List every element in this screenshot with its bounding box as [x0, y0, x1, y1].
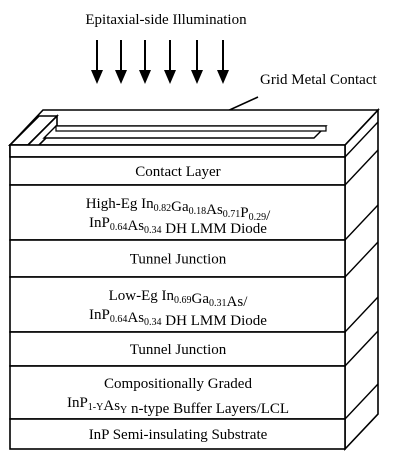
layer-label-line: InP1-YAsY n-type Buffer Layers/LCL [67, 395, 289, 417]
side-separator [344, 204, 379, 241]
side-separator [344, 296, 379, 333]
down-arrow-icon [139, 40, 151, 84]
layer-label-line: Contact Layer [135, 164, 220, 180]
down-arrow-icon [115, 40, 127, 84]
down-arrow-icon [91, 40, 103, 84]
down-arrow-icon [164, 40, 176, 84]
layer-high-eg: High-Eg In0.82Ga0.18As0.71P0.29/InP0.64A… [9, 184, 346, 241]
side-separator [344, 241, 379, 278]
illumination-arrows [91, 40, 229, 84]
layer-label-line: Compositionally Graded [104, 376, 252, 392]
layer-tunnel-2: Tunnel Junction [9, 331, 346, 367]
layer-label-line: Low-Eg In0.69Ga0.31As/ [109, 288, 249, 310]
metal-contact-strip [9, 144, 346, 158]
stack-side-face [344, 107, 379, 452]
stack-side-layer-lines [344, 121, 379, 420]
side-separator [344, 330, 379, 367]
layer-tunnel-1: Tunnel Junction [9, 239, 346, 278]
side-separator [344, 383, 379, 420]
down-arrow-icon [191, 40, 203, 84]
layer-contact: Contact Layer [9, 156, 346, 186]
layer-label-line: Tunnel Junction [130, 342, 227, 358]
layer-label-line: InP0.64As0.34 DH LMM Diode [89, 307, 267, 329]
side-separator [344, 121, 379, 158]
layer-label-line: InP0.64As0.34 DH LMM Diode [89, 215, 267, 237]
layer-substrate: InP Semi-insulating Substrate [9, 418, 346, 450]
illumination-label: Epitaxial-side Illumination [85, 12, 247, 28]
layer-label-line: High-Eg In0.82Ga0.18As0.71P0.29/ [86, 196, 271, 224]
layer-label-line: InP Semi-insulating Substrate [89, 427, 268, 443]
layer-label-line: Tunnel Junction [130, 252, 227, 268]
down-arrow-icon [217, 40, 229, 84]
grid-contact-label: Grid Metal Contact [260, 72, 377, 88]
side-separator [344, 149, 379, 186]
layer-low-eg: Low-Eg In0.69Ga0.31As/InP0.64As0.34 DH L… [9, 276, 346, 333]
